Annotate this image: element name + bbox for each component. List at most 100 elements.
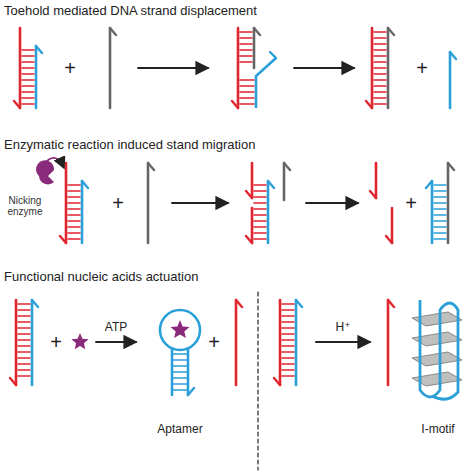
- strand-head: [60, 236, 66, 243]
- section-heading: Toehold mediated DNA strand displacement: [4, 4, 257, 18]
- base-pair: [254, 208, 266, 210]
- base-pair: [68, 226, 80, 228]
- base-pair: [18, 357, 30, 359]
- base-pair: [282, 345, 294, 347]
- dna-strand: [371, 28, 374, 108]
- base-pair: [434, 220, 446, 222]
- dna-strand: [295, 300, 298, 385]
- reaction-arrow: [138, 67, 208, 69]
- strand-head: [296, 300, 302, 307]
- base-pair: [240, 31, 252, 33]
- base-pair: [282, 339, 294, 341]
- label: Aptamer: [157, 423, 202, 436]
- base-pair: [254, 238, 266, 240]
- label: H⁺: [336, 321, 351, 334]
- dna-strand: [267, 181, 270, 243]
- base-pair: [374, 61, 386, 63]
- base-pair: [22, 67, 34, 69]
- base-pair: [68, 202, 80, 204]
- base-pair: [68, 214, 80, 216]
- dna-strand: [449, 52, 452, 108]
- base-pair: [240, 85, 254, 87]
- dna-strand: [283, 163, 286, 200]
- base-pair: [18, 375, 30, 377]
- strand-head: [388, 300, 394, 307]
- base-pair: [434, 184, 446, 186]
- strand-head: [188, 388, 194, 395]
- plus-sign: +: [208, 331, 220, 353]
- base-pair: [68, 238, 80, 240]
- base-pair: [374, 103, 386, 105]
- dna-strand: [81, 181, 84, 243]
- base-pair: [240, 55, 252, 57]
- base-pair: [374, 67, 386, 69]
- base-pair: [374, 97, 386, 99]
- dna-strand: [279, 300, 282, 385]
- base-pair: [68, 232, 80, 234]
- reaction-arrow: [172, 202, 228, 204]
- dna-strand: [447, 163, 450, 243]
- strand-head: [426, 181, 432, 188]
- dna-strand: [65, 163, 68, 243]
- base-pair: [22, 73, 34, 75]
- strand-head: [268, 181, 274, 188]
- base-pair: [374, 73, 386, 75]
- dna-strand: [253, 28, 256, 68]
- base-pair: [240, 49, 252, 51]
- base-pair: [374, 49, 386, 51]
- aptamer-loop: [160, 310, 200, 350]
- strand-head: [36, 46, 42, 53]
- strand-head: [274, 378, 280, 385]
- base-pair: [374, 55, 386, 57]
- base-pair: [18, 309, 30, 311]
- base-pair: [434, 190, 446, 192]
- base-pair: [282, 327, 294, 329]
- plus-sign: +: [112, 192, 124, 214]
- base-pair: [18, 321, 30, 323]
- base-pair: [374, 43, 386, 45]
- base-pair: [22, 79, 34, 81]
- base-pair: [68, 196, 80, 198]
- strand-head: [236, 300, 242, 307]
- strand-head: [110, 28, 116, 35]
- base-pair: [240, 91, 254, 93]
- base-pair: [18, 369, 30, 371]
- base-pair: [22, 55, 34, 57]
- base-pair: [374, 91, 386, 93]
- base-pair: [282, 369, 294, 371]
- base-pair: [240, 79, 254, 81]
- base-pair: [18, 339, 30, 341]
- base-pair: [18, 345, 30, 347]
- base-pair: [240, 43, 252, 45]
- base-pair: [374, 37, 386, 39]
- strand-head: [448, 163, 454, 170]
- base-pair: [240, 61, 252, 63]
- reaction-arrow: [294, 67, 354, 69]
- plus-sign: +: [416, 57, 428, 79]
- plus-sign: +: [50, 331, 62, 353]
- base-pair: [22, 91, 34, 93]
- base-pair: [18, 333, 30, 335]
- strand-head: [254, 28, 260, 35]
- base-pair: [68, 220, 80, 222]
- base-pair: [254, 202, 266, 204]
- base-pair: [254, 196, 266, 198]
- strand-head: [370, 191, 376, 198]
- base-pair: [374, 31, 386, 33]
- strand-head: [82, 181, 88, 188]
- reaction-arrow: [96, 341, 136, 343]
- base-pair: [282, 357, 294, 359]
- base-pair: [374, 85, 386, 87]
- i-motif-strand: [420, 300, 458, 399]
- label: ATP: [105, 321, 127, 334]
- base-pair: [282, 309, 294, 311]
- strand-head: [14, 101, 20, 108]
- dna-strand: [251, 208, 254, 243]
- base-pair: [282, 351, 294, 353]
- label: Nicking enzyme: [2, 195, 48, 217]
- base-pair: [18, 351, 30, 353]
- target-molecule: [71, 333, 88, 349]
- base-pair: [254, 184, 266, 186]
- strand-head: [386, 236, 392, 243]
